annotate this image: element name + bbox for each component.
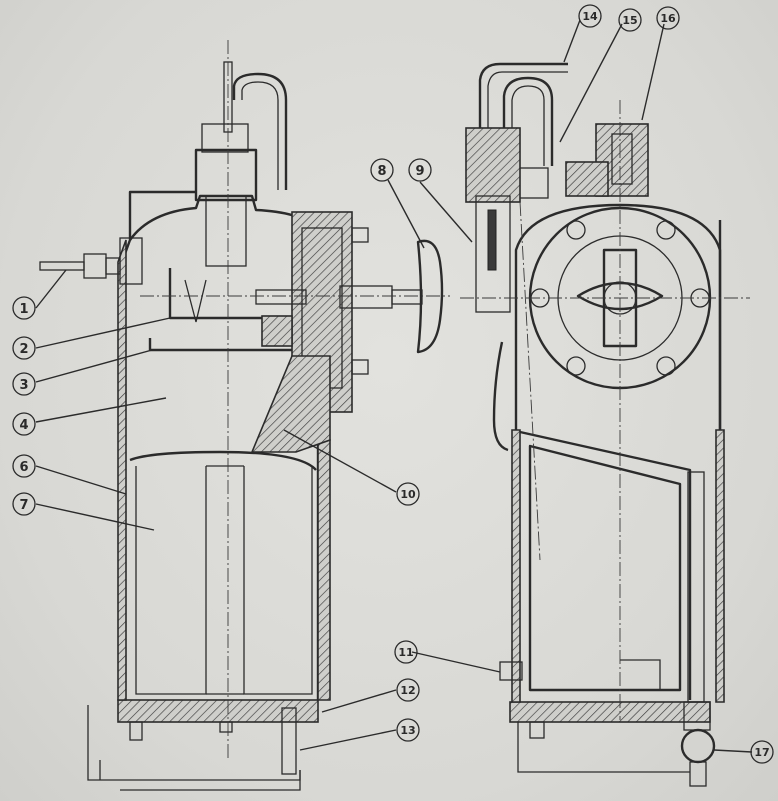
callout-2: 2 (12, 336, 36, 360)
right-valve-block (465, 127, 521, 203)
svg-text:7: 7 (19, 498, 28, 513)
svg-text:6: 6 (19, 460, 28, 475)
left-valve-stem (255, 289, 307, 305)
right-drain-cock (680, 728, 716, 764)
svg-text:17: 17 (754, 746, 769, 759)
left-spindle-end (391, 289, 423, 305)
right-partition-lower (528, 444, 682, 692)
callout-6: 6 (12, 454, 36, 478)
left-return-tube-inner (241, 81, 279, 190)
right-step (620, 659, 661, 690)
right-sight-tube (487, 209, 497, 271)
left-inlet-nipple (105, 257, 121, 275)
callout-8: 8 (370, 158, 394, 182)
callouts: 1 2 3 4 6 7 8 9 10 11 12 13 14 15 16 17 (12, 4, 774, 764)
right-pipe-14 (478, 62, 568, 200)
right-base-bolt (529, 721, 545, 739)
left-valve-seat (261, 315, 293, 347)
right-pipe-15-inner (511, 85, 545, 166)
callout-14: 14 (578, 4, 602, 28)
right-foundation-outline (517, 722, 690, 773)
callout-15: 15 (618, 8, 642, 32)
right-rotor-vane (576, 281, 664, 311)
left-tray-2 (168, 268, 300, 320)
left-diagonal-duct (250, 355, 331, 453)
svg-text:4: 4 (19, 418, 28, 433)
left-float-right (243, 466, 313, 695)
right-drain-tube (492, 341, 509, 452)
left-inlet-nut (83, 253, 107, 279)
left-return-tube (232, 72, 288, 190)
svg-text:2: 2 (19, 342, 28, 357)
svg-text:11: 11 (398, 646, 413, 659)
left-dome (129, 194, 319, 241)
right-pipe-14-inner (487, 71, 568, 200)
svg-text:8: 8 (377, 164, 386, 179)
left-base-flange (117, 699, 319, 723)
right-top-bore (611, 133, 633, 185)
right-bolt-1 (566, 220, 586, 240)
right-partition-upper (519, 430, 692, 700)
left-top-housing (194, 148, 258, 202)
left-drain-plug (281, 707, 297, 775)
callout-16: 16 (656, 6, 680, 30)
callout-7: 7 (12, 492, 36, 516)
callout-1: 1 (12, 296, 36, 320)
left-body-wall-hatch (117, 239, 127, 701)
leader-lines (35, 19, 753, 753)
right-sight-glass (475, 195, 511, 313)
right-body-wall-left-hatch (511, 429, 521, 703)
left-side-bolt-top (351, 227, 369, 243)
right-bolt-6 (656, 356, 676, 376)
right-pipe-15 (502, 76, 554, 166)
svg-text:9: 9 (415, 164, 424, 179)
right-body-wall-right-hatch (715, 429, 725, 703)
right-centerline-slant (519, 201, 541, 561)
left-body-wall-left (120, 190, 196, 700)
left-float-valve (205, 195, 247, 267)
right-rotor-slot (602, 248, 638, 348)
svg-text:3: 3 (19, 378, 28, 393)
right-bolt-5 (566, 356, 586, 376)
callout-10: 10 (396, 482, 420, 506)
left-base-bolt-a (129, 721, 143, 741)
callout-12: 12 (396, 678, 420, 702)
left-body-wall-right-hatch (317, 439, 331, 701)
callout-4: 4 (12, 412, 36, 436)
svg-text:10: 10 (400, 488, 416, 501)
left-section-view (39, 40, 450, 791)
left-spray-nozzle (184, 279, 207, 323)
right-upper-housing (514, 203, 722, 430)
right-plug-11 (499, 661, 523, 681)
right-section-view (460, 62, 750, 787)
right-base-flange (509, 701, 711, 723)
svg-text:14: 14 (582, 10, 598, 23)
callout-11: 11 (394, 640, 418, 664)
left-float-left (135, 466, 207, 695)
callout-9: 9 (408, 158, 432, 182)
left-float-core (206, 465, 244, 695)
callout-3: 3 (12, 372, 36, 396)
left-side-bolt-bottom (351, 359, 369, 375)
callout-13: 13 (396, 718, 420, 742)
left-lower-chamber-top (129, 450, 317, 471)
svg-text:13: 13 (400, 724, 415, 737)
left-top-nut (201, 123, 249, 153)
svg-text:1: 1 (19, 302, 28, 317)
svg-text:16: 16 (660, 12, 676, 25)
callout-17: 17 (750, 740, 774, 764)
svg-text:15: 15 (622, 14, 637, 27)
left-base-bolt-b (219, 721, 233, 733)
left-foundation-step (99, 760, 301, 791)
left-inlet-pipe (39, 261, 85, 271)
svg-text:12: 12 (400, 684, 415, 697)
left-handwheel (416, 239, 444, 354)
right-drain-spout (689, 761, 707, 787)
right-bolt-2 (656, 220, 676, 240)
right-side-fitting (565, 161, 609, 197)
